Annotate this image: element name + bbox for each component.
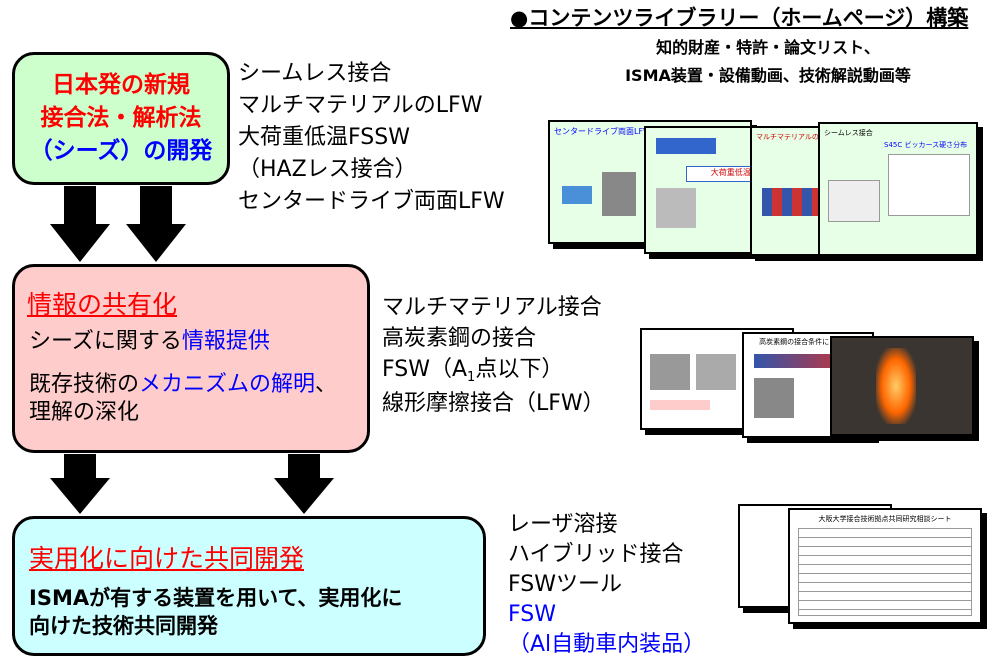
info-item-3-b: 点以下） <box>475 357 564 382</box>
library-sub-line-1: 知的財産・特許・論文リスト、 <box>656 38 880 57</box>
slide-1-arrow-shape <box>562 186 592 204</box>
seeds-line-1: 日本発の新規 <box>52 72 190 98</box>
info-line-3: 理解の深化 <box>29 400 140 425</box>
seeds-line-3: （シーズ）の開発 <box>15 135 227 168</box>
doc-sheet-form-lines <box>798 528 972 616</box>
slide-4-chart <box>888 154 970 216</box>
mid-1-micrograph-b <box>696 354 736 390</box>
practical-line-2: 向けた技術共同開発 <box>29 614 218 638</box>
slide-1-title: センタードライブ両面LFW <box>554 127 651 136</box>
library-subtitle: 知的財産・特許・論文リスト、 ISMA装置・設備動画、技術解説動画等 <box>548 34 988 90</box>
arrow-down-2a <box>50 454 110 514</box>
list-item: センタードライブ両面LFW <box>238 189 505 214</box>
doc-sheet-front: 大阪大学接合技術拠点共同研究相談シート <box>788 508 982 624</box>
mid-2-photo <box>754 378 794 418</box>
list-item: （Al自動車内装品） <box>508 632 706 657</box>
slide-1-diagram <box>602 172 636 216</box>
seeds-list: シームレス接合 マルチマテリアルのLFW 大荷重低温FSSW （HAZレス接合）… <box>238 58 505 218</box>
library-title: ●コンテンツライブラリー（ホームページ）構築 <box>510 6 969 30</box>
info-item-3-a: FSW（A <box>382 357 468 382</box>
seeds-box-text: 日本発の新規 接合法・解析法 （シーズ）の開発 <box>15 69 227 168</box>
mid-1-micrograph-a <box>650 354 690 390</box>
library-sub-line-2: ISMA装置・設備動画、技術解説動画等 <box>625 66 911 85</box>
slide-2-photo <box>656 188 696 228</box>
practical-line-1: ISMAが有する装置を用いて、実用化に <box>29 586 403 610</box>
slide-3-title: マルチマテリアルのLFW <box>756 133 834 141</box>
seeds-line-2: 接合法・解析法 <box>40 105 202 131</box>
list-item: FSW（A1点以下） <box>382 354 605 388</box>
info-line-2-a: 既存技術の <box>29 372 140 397</box>
arrow-down-2b <box>274 454 334 514</box>
info-box-title: 情報の共有化 <box>27 290 178 319</box>
slide-2-header-bar <box>656 138 716 154</box>
list-item: マルチマテリアルのLFW <box>238 93 483 118</box>
info-line-2-b: メカニズムの解明 <box>139 372 316 397</box>
info-list: マルチマテリアル接合 高炭素鋼の接合 FSW（A1点以下） 線形摩擦接合（LFW… <box>382 292 605 419</box>
slide-4-diagram <box>828 180 880 222</box>
seeds-development-box: 日本発の新規 接合法・解析法 （シーズ）の開発 <box>12 52 230 185</box>
info-sharing-box: 情報の共有化 シーズに関する情報提供 既存技術のメカニズムの解明、 理解の深化 <box>12 264 370 453</box>
list-item: シームレス接合 <box>238 61 392 86</box>
slide-thumb-mid-3 <box>830 336 974 436</box>
list-item: FSW <box>508 602 556 627</box>
list-item: ハイブリッド接合 <box>508 542 684 567</box>
mid-1-note <box>650 400 710 410</box>
slide-4-chart-label: S45C ビッカース硬さ分布 <box>884 141 968 149</box>
info-item-3-sub: 1 <box>467 370 476 385</box>
arrow-down-1b <box>126 186 186 262</box>
doc-sheet-title: 大阪大学接合技術拠点共同研究相談シート <box>818 515 952 523</box>
practical-box-title: 実用化に向けた共同開発 <box>29 544 305 573</box>
list-item: マルチマテリアル接合 <box>382 295 602 320</box>
list-item: 線形摩擦接合（LFW） <box>382 391 605 416</box>
info-line-2: 既存技術のメカニズムの解明、 <box>29 370 337 400</box>
list-item: 高炭素鋼の接合 <box>382 326 537 351</box>
mid-2-diagram <box>754 354 854 368</box>
practical-development-box: 実用化に向けた共同開発 ISMAが有する装置を用いて、実用化に 向けた技術共同開… <box>12 516 486 656</box>
info-line-1-b: 情報提供 <box>181 329 270 354</box>
list-item: レーザ溶接 <box>508 512 618 537</box>
arrow-down-1a <box>50 186 110 262</box>
info-line-2-c: 、 <box>315 372 338 397</box>
mid-2-title: 高炭素鋼の接合条件による組織 <box>759 338 857 346</box>
practical-list: レーザ溶接 ハイブリッド接合 FSWツール FSW （Al自動車内装品） <box>508 510 705 660</box>
list-item: 大荷重低温FSSW <box>238 125 410 150</box>
list-item: （HAZレス接合） <box>238 157 417 182</box>
slide-thumb-4: シームレス接合 S45C ビッカース硬さ分布 <box>818 122 978 256</box>
slide-4-title: シームレス接合 <box>824 129 873 137</box>
seeds-line-3-paren: （シーズ） <box>29 138 144 164</box>
seeds-line-3-rest: の開発 <box>143 138 213 164</box>
info-line-1-a: シーズに関する <box>29 329 182 354</box>
mid-3-glow-photo <box>876 348 916 424</box>
info-line-1: シーズに関する情報提供 <box>29 327 270 357</box>
list-item: FSWツール <box>508 572 622 597</box>
